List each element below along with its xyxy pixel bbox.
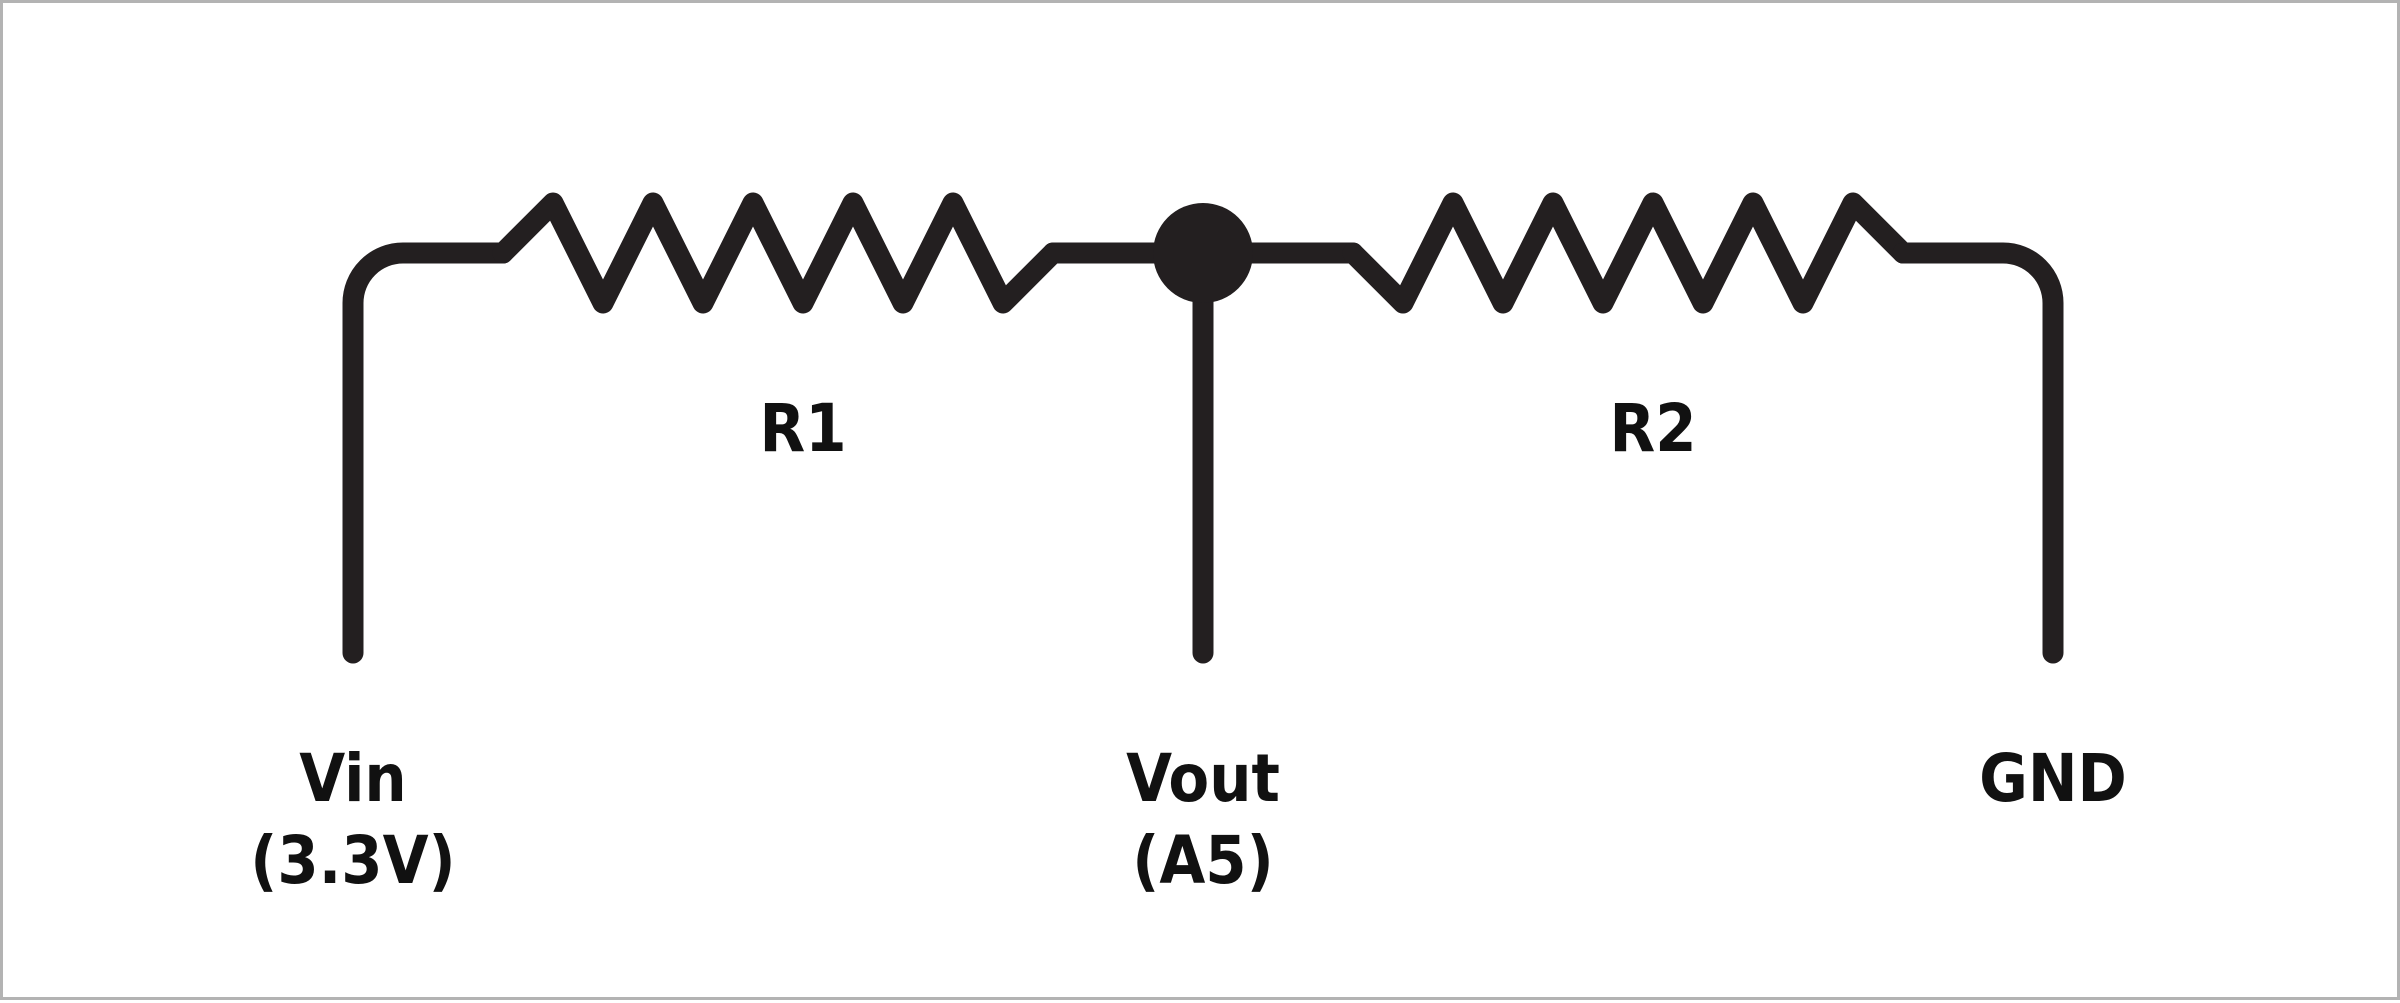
gnd-lead-wire bbox=[1892, 242, 2064, 664]
junction-node bbox=[1153, 203, 1253, 303]
vin-lead-wire bbox=[342, 242, 514, 664]
resistor-r1-symbol bbox=[492, 192, 1064, 314]
vout-terminal-pin: (A5) bbox=[1132, 822, 1274, 899]
vin-terminal-voltage: (3.3V) bbox=[250, 822, 455, 899]
vout-terminal-name: Vout bbox=[1126, 740, 1280, 817]
resistor-r2-label: R2 bbox=[1609, 390, 1696, 467]
vin-terminal-name: Vin bbox=[299, 740, 406, 817]
resistor-r1-label: R1 bbox=[759, 390, 846, 467]
resistor-r2-symbol bbox=[1342, 192, 1914, 314]
gnd-terminal-name: GND bbox=[1979, 740, 2127, 817]
voltage-divider-schematic: R1 R2 Vin (3.3V) Vout (A5) GND bbox=[250, 192, 2127, 899]
